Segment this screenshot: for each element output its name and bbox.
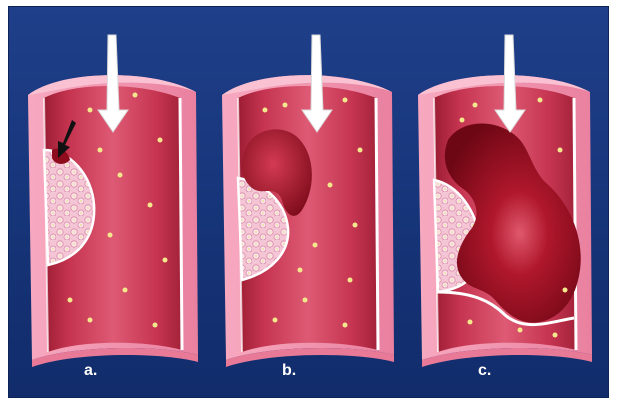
- panel-label-c: c.: [478, 362, 491, 380]
- panel-label-b: b.: [282, 362, 296, 380]
- panel-label-a: a.: [84, 362, 97, 380]
